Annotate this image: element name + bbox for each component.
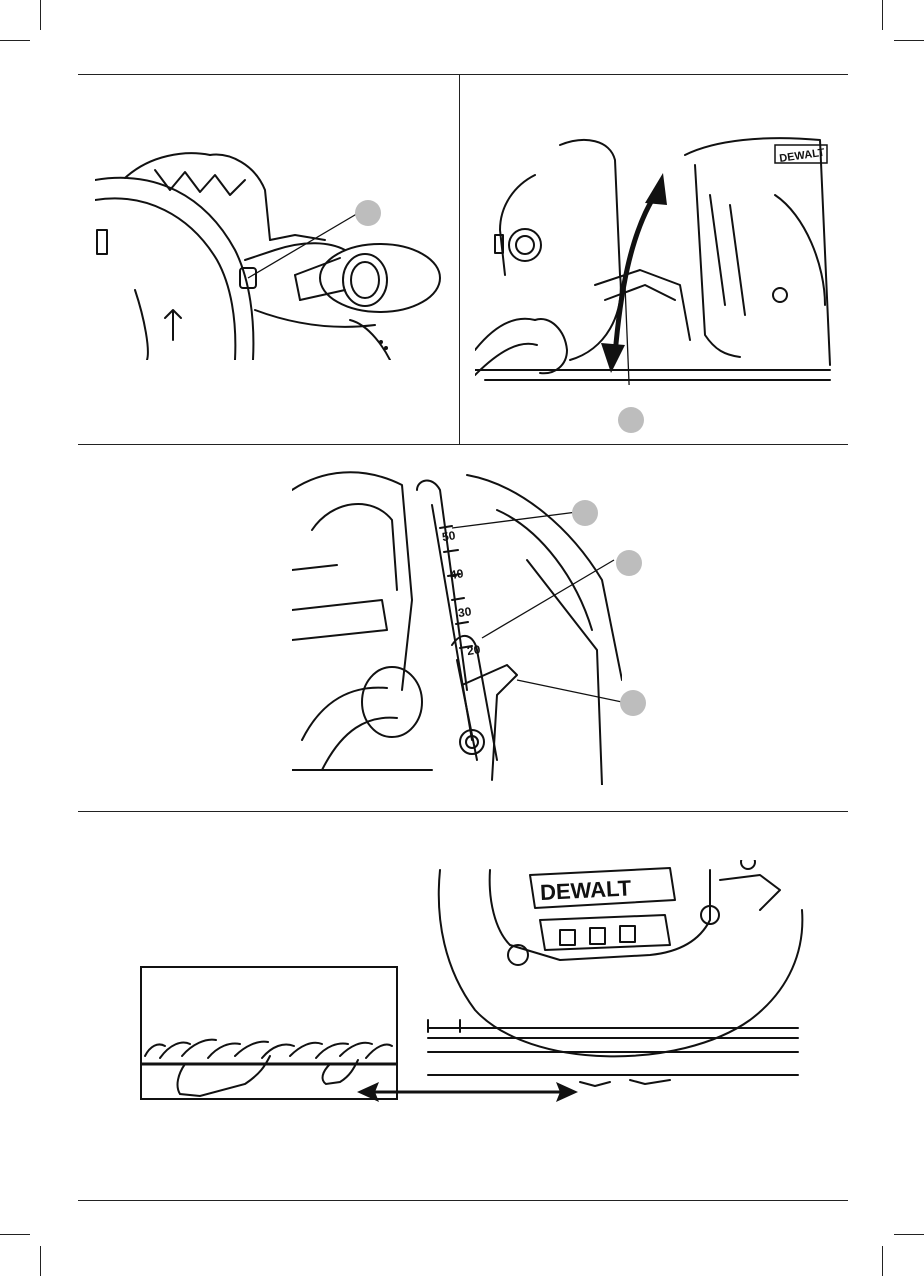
crop-mark-bottom-right-h bbox=[894, 1234, 924, 1235]
bevel-scale-label-30: 30 bbox=[457, 604, 472, 620]
figure-d-brand-text: DEWALT bbox=[539, 875, 632, 905]
callout-marker-c2 bbox=[616, 550, 642, 576]
frame-rule-bottom bbox=[78, 1200, 848, 1201]
figure-b-depth-adjust: DEWALT bbox=[475, 135, 835, 385]
callout-marker-c3 bbox=[620, 690, 646, 716]
figure-d-drawing: DEWALT bbox=[420, 860, 805, 1100]
frame-rule-row1 bbox=[78, 444, 848, 445]
crop-mark-top-right-v bbox=[882, 0, 883, 30]
frame-divider-vertical bbox=[459, 74, 460, 445]
figure-a-drawing bbox=[95, 150, 445, 360]
bevel-scale-label-40: 40 bbox=[449, 566, 464, 582]
crop-mark-bottom-left-v bbox=[40, 1246, 41, 1276]
crop-mark-top-left-v bbox=[40, 0, 41, 30]
crop-mark-top-left-h bbox=[0, 40, 30, 41]
crop-mark-bottom-right-v bbox=[882, 1246, 883, 1276]
figure-a-saw-lock-lever bbox=[95, 150, 445, 360]
figure-d-cut-detail: DEWALT bbox=[420, 860, 805, 1100]
crop-mark-bottom-left-h bbox=[0, 1234, 30, 1235]
callout-marker-b bbox=[618, 407, 644, 433]
bevel-scale-label-20: 20 bbox=[466, 642, 481, 658]
frame-rule-top bbox=[78, 74, 848, 75]
figure-b-drawing: DEWALT bbox=[475, 135, 835, 385]
callout-marker-a bbox=[355, 200, 381, 226]
crop-mark-top-right-h bbox=[894, 40, 924, 41]
figure-b-brand-text: DEWALT bbox=[779, 147, 826, 165]
double-arrow-drawing bbox=[355, 1078, 580, 1108]
callout-marker-c1 bbox=[572, 500, 598, 526]
frame-rule-row2 bbox=[78, 811, 848, 812]
double-headed-arrow bbox=[355, 1078, 580, 1108]
bevel-scale-label-50: 50 bbox=[441, 528, 456, 544]
